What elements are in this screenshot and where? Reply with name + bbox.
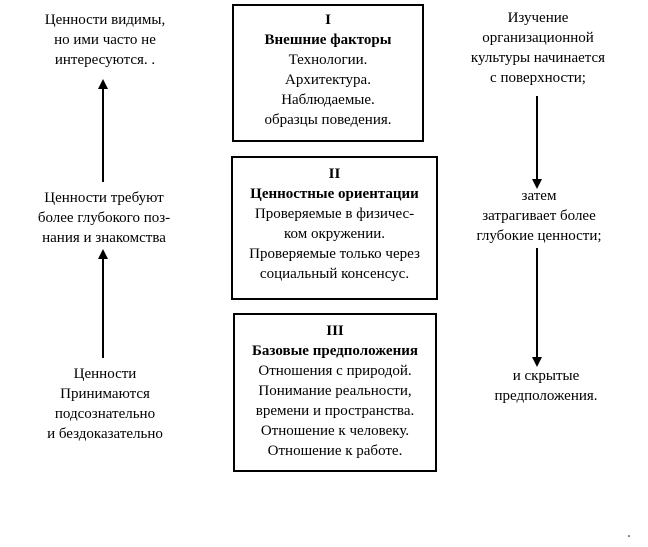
right-top-line: с поверхности; [490, 70, 586, 86]
level-line: Понимание реальности, [258, 383, 412, 399]
left-middle-line: нания и знакомства [42, 230, 166, 246]
level-title: Внешние факторы [264, 32, 392, 48]
right-middle-line: затем [521, 188, 557, 204]
level-line: Проверяемые только через [249, 246, 420, 262]
level-line: Технологии. [288, 52, 368, 68]
scan-dot [628, 535, 630, 537]
right-top-line: организационной [482, 30, 594, 46]
left-middle-line: более глубокого поз- [37, 210, 171, 226]
level-line: Отношения с природой. [258, 363, 412, 379]
level-title: Ценностные ориентации [250, 186, 419, 202]
level-line: Наблюдаемые. [281, 92, 375, 108]
level-number: II [328, 166, 341, 182]
left-top-line: Ценности видимы, [44, 12, 166, 28]
left-top-line: интересуются. . [54, 52, 156, 68]
left-bottom-line: Ценности [73, 366, 137, 382]
left-bottom-line: Принимаются [60, 386, 150, 402]
right-middle-line: глубокие ценности; [476, 228, 602, 244]
right-middle-line: затрагивает более [482, 208, 596, 224]
left-bottom-line: подсознательно [54, 406, 156, 422]
left-top-line: но ими часто не [54, 32, 156, 48]
right-text-middle: затем затрагивает более глубокие ценност… [454, 186, 624, 246]
level-line: Архитектура. [285, 72, 371, 88]
level-line: образцы поведения. [264, 112, 392, 128]
level-title: Базовые предположения [252, 343, 418, 359]
left-bottom-line: и бездоказательно [47, 426, 163, 442]
level-number: III [326, 323, 344, 339]
level-box-1: I Внешние факторы Технологии. Архитектур… [232, 4, 424, 142]
level-box-3: III Базовые предположения Отношения с пр… [233, 313, 437, 472]
left-text-top: Ценности видимы, но ими часто не интерес… [20, 10, 190, 70]
right-text-top: Изучение организационной культуры начина… [448, 8, 628, 88]
level-line: Отношение к человеку. [260, 423, 410, 439]
right-text-bottom: и скрытые предположения. [466, 366, 626, 406]
level-line: Проверяемые в физичес- [254, 206, 415, 222]
left-text-bottom: Ценности Принимаются подсознательно и бе… [25, 364, 185, 444]
level-line: ком окружении. [283, 226, 386, 242]
left-text-middle: Ценности требуют более глубокого поз- на… [18, 188, 190, 248]
level-number: I [325, 12, 331, 28]
right-top-line: Изучение [507, 10, 569, 26]
level-box-2: II Ценностные ориентации Проверяемые в ф… [231, 156, 438, 300]
left-middle-line: Ценности требуют [44, 190, 164, 206]
level-line: социальный консенсус. [259, 266, 410, 282]
right-bottom-line: предположения. [494, 388, 598, 404]
level-line: Отношение к работе. [267, 443, 403, 459]
right-top-line: культуры начинается [470, 50, 606, 66]
level-line: времени и пространства. [255, 403, 415, 419]
right-bottom-line: и скрытые [512, 368, 580, 384]
